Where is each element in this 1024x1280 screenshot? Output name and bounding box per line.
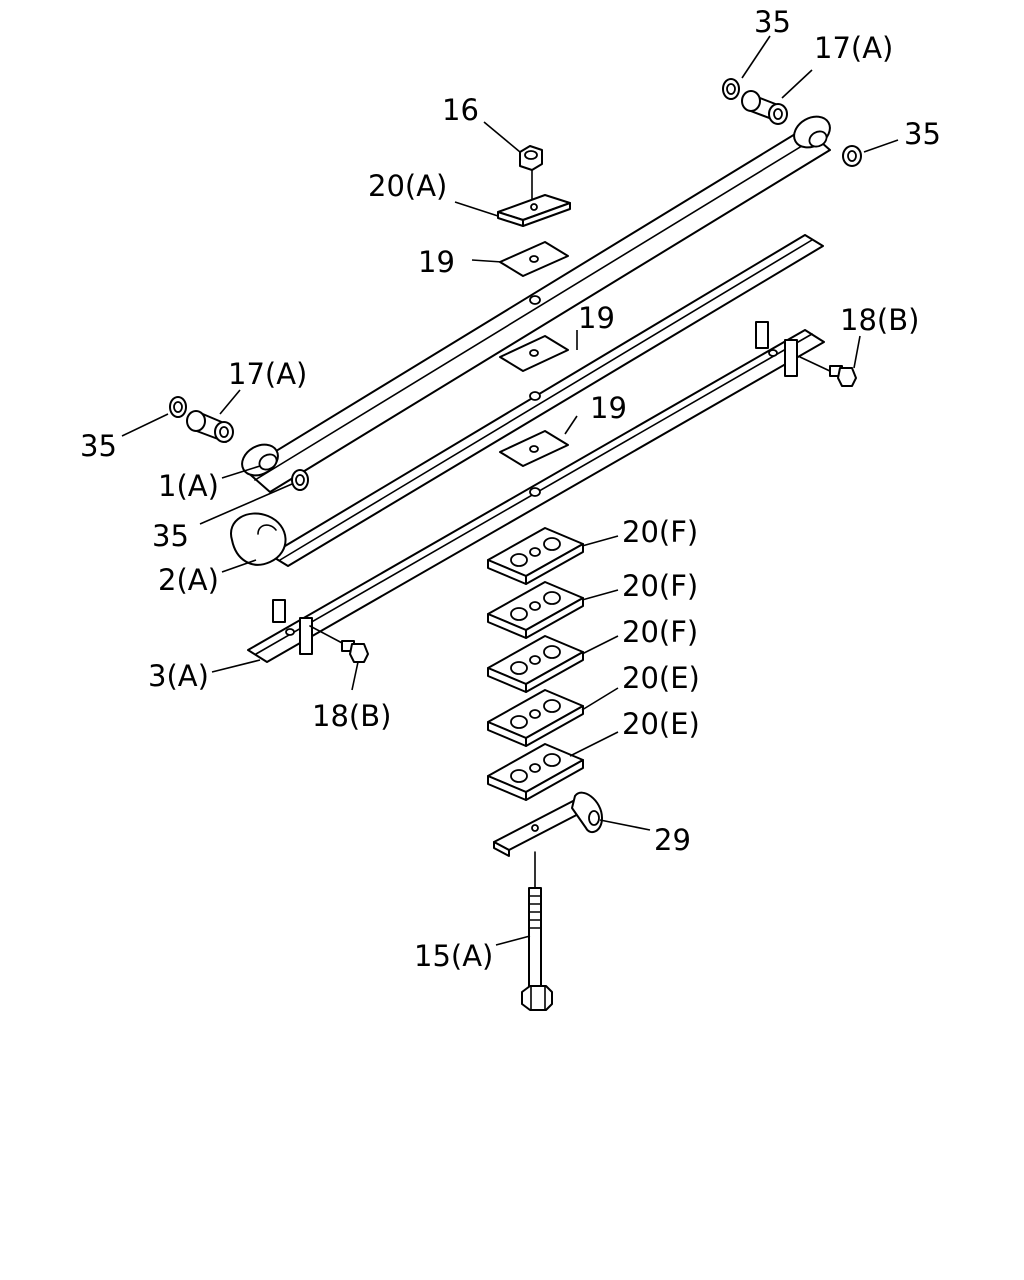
pad-19-lower xyxy=(499,430,569,467)
callout-35-left: 35 xyxy=(80,429,117,463)
spacer-plate-20f-2 xyxy=(487,581,584,639)
spacer-plate-20e-2 xyxy=(487,743,584,801)
washer-35-lower xyxy=(291,469,309,491)
washer-35-right xyxy=(842,145,862,167)
pad-19-upper xyxy=(499,241,569,277)
callout-35-lower: 35 xyxy=(152,519,189,553)
callout-29: 29 xyxy=(654,823,691,857)
pad-19-middle xyxy=(499,335,569,372)
callout-35-top: 35 xyxy=(754,5,791,39)
spacer-plate-20e-1 xyxy=(487,689,584,747)
leaf-spring-1a xyxy=(241,115,831,493)
leaf-spring-3a xyxy=(247,321,825,663)
callout-19-middle: 19 xyxy=(578,301,615,335)
callout-18b-right: 18(B) xyxy=(840,303,919,337)
callout-18b-left: 18(B) xyxy=(312,699,391,733)
bushing-17a-top xyxy=(741,90,788,125)
callout-19-upper: 19 xyxy=(418,245,455,279)
callout-3a: 3(A) xyxy=(148,659,209,693)
spacer-plate-20f-1 xyxy=(487,527,584,585)
callout-20f-3: 20(F) xyxy=(622,615,698,649)
callout-1a: 1(A) xyxy=(158,469,219,503)
washer-35-left xyxy=(169,396,187,418)
callout-20a: 20(A) xyxy=(368,169,447,203)
bolt-18b-right xyxy=(799,356,857,387)
bushing-17a-left xyxy=(186,410,234,443)
callout-35-right: 35 xyxy=(904,117,941,151)
callout-17a-top: 17(A) xyxy=(814,31,893,65)
callout-20e-2: 20(E) xyxy=(622,707,700,741)
callout-2a: 2(A) xyxy=(158,563,219,597)
plate-20a xyxy=(497,194,571,227)
callout-20f-1: 20(F) xyxy=(622,515,698,549)
bolt-18b-left xyxy=(309,625,369,663)
bracket-29 xyxy=(493,791,603,857)
callout-19-lower: 19 xyxy=(590,391,627,425)
callout-20f-2: 20(F) xyxy=(622,569,698,603)
bolt-15a xyxy=(521,851,553,1011)
callout-16: 16 xyxy=(442,93,479,127)
callout-17a-left: 17(A) xyxy=(228,357,307,391)
washer-35-top xyxy=(722,78,740,100)
callout-20e-1: 20(E) xyxy=(622,661,700,695)
leaf-spring-2a xyxy=(230,234,824,567)
leader-lines xyxy=(121,35,899,946)
spacer-plate-20f-3 xyxy=(487,635,584,693)
nut-16 xyxy=(519,145,543,203)
callout-labels: 35 17(A) 35 16 20(A) 19 19 19 18(B) 17(A… xyxy=(80,5,941,973)
callout-15a: 15(A) xyxy=(414,939,493,973)
